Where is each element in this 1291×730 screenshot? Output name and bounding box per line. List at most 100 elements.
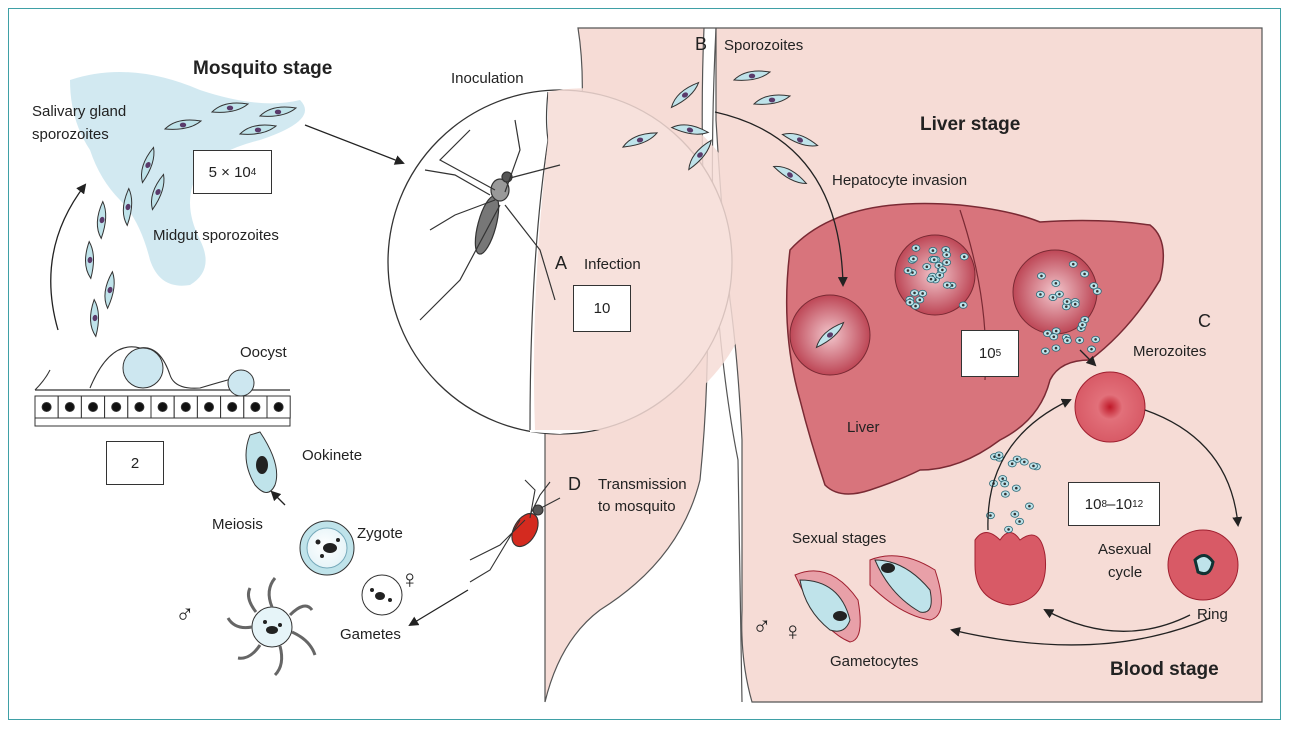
- epithelial-nucleus: [180, 402, 191, 412]
- epithelial-nucleus: [227, 402, 238, 412]
- merozoite: [1040, 347, 1050, 355]
- female-symbol-gametes: ♀: [400, 564, 420, 594]
- blood-count-b-exp: 12: [1132, 498, 1144, 510]
- salivary-count-exp: 4: [250, 166, 257, 178]
- merozoite: [1035, 290, 1045, 299]
- merozoite: [1007, 460, 1017, 468]
- merozoite: [1051, 279, 1061, 288]
- hepatocyte-invasion-label: Hepatocyte invasion: [832, 172, 968, 189]
- male-symbol-gametes: ♂: [175, 599, 195, 629]
- oocyst-label: Oocyst: [240, 344, 287, 361]
- inoculation-label: Inoculation: [451, 70, 524, 87]
- epithelial-nucleus: [64, 402, 75, 412]
- merozoite: [1010, 510, 1020, 518]
- merozoite: [1015, 517, 1025, 526]
- gametocytes-label: Gametocytes: [830, 653, 919, 670]
- male-gamete: [226, 577, 317, 677]
- merozoite: [929, 255, 939, 264]
- infection-count: 10: [593, 300, 611, 317]
- salivary-label-2: sporozoites: [32, 126, 109, 143]
- merozoite: [942, 281, 952, 289]
- liver-count: 10: [978, 345, 996, 362]
- merozoites-label: Merozoites: [1133, 343, 1207, 360]
- ring-label: Ring: [1197, 606, 1228, 623]
- merozoite: [1000, 480, 1010, 488]
- epithelial-nucleus: [250, 402, 261, 412]
- salivary-count: 5 × 10: [208, 163, 251, 181]
- mosquito-cloud: [70, 72, 305, 286]
- transmission-label-1: Transmission: [598, 476, 687, 493]
- merozoite: [1049, 333, 1059, 341]
- merozoite: [937, 266, 947, 274]
- bursting-schizont: [974, 532, 1047, 606]
- merozoite: [1089, 282, 1099, 290]
- cycle-arrows: [50, 111, 1243, 646]
- merozoite: [928, 246, 938, 255]
- merozoite: [926, 275, 936, 283]
- epithelial-nucleus: [273, 402, 284, 412]
- female-symbol-gametocytes: ♀: [783, 616, 803, 646]
- merozoite: [1051, 344, 1061, 352]
- transmission-label-2: to mosquito: [598, 498, 676, 515]
- feeding-mosquito: [469, 479, 561, 583]
- asexual-label-2: cycle: [1108, 564, 1143, 581]
- merozoite: [1036, 272, 1046, 280]
- merozoite: [918, 289, 928, 298]
- label-letter-d: D: [568, 474, 581, 494]
- merozoite: [905, 298, 915, 307]
- merozoite: [922, 263, 932, 271]
- gametocyte-cells: [794, 555, 942, 643]
- merozoite: [1062, 336, 1072, 345]
- merozoite: [1019, 458, 1029, 466]
- blood-count-a: 10: [1084, 495, 1102, 513]
- label-letter-a: A: [555, 253, 568, 273]
- merozoite: [958, 301, 968, 309]
- merozoite: [1028, 462, 1038, 470]
- merozoite: [908, 255, 918, 263]
- epithelial-nucleus: [204, 402, 214, 412]
- red-blood-cell: [1074, 371, 1146, 443]
- male-symbol-gametocytes: ♂: [752, 611, 772, 641]
- merozoite: [1087, 345, 1097, 353]
- label-letter-c: C: [1198, 311, 1211, 331]
- merozoite: [1024, 502, 1034, 510]
- merozoite: [1070, 300, 1080, 308]
- merozoite: [1080, 270, 1090, 278]
- blood-count-a-exp: 8: [1101, 498, 1108, 510]
- merozoite: [1077, 321, 1087, 329]
- merozoite: [1000, 490, 1010, 498]
- liver-label: Liver: [847, 419, 880, 436]
- merozoite: [1048, 293, 1058, 302]
- liver-count-exp: 5: [995, 348, 1002, 359]
- mosquito-stage-title: Mosquito stage: [193, 58, 333, 79]
- merozoite: [1011, 484, 1021, 492]
- salivary-label-1: Salivary gland: [32, 103, 127, 120]
- epithelial-nucleus: [134, 402, 145, 412]
- epithelial-nucleus: [157, 402, 168, 412]
- oocyst-count: 2: [130, 454, 140, 472]
- merozoite: [1075, 336, 1085, 344]
- merozoite: [1091, 335, 1101, 344]
- infection-count-box: 10: [573, 285, 631, 332]
- label-letter-b: B: [695, 34, 708, 54]
- epithelial-nucleus: [88, 402, 98, 412]
- merozoite: [959, 253, 969, 261]
- asexual-label-1: Asexual: [1098, 541, 1152, 558]
- meiosis-label: Meiosis: [212, 516, 263, 533]
- ookinete-label: Ookinete: [302, 447, 363, 464]
- figure-frame: [8, 8, 1281, 720]
- sporozoites-label: Sporozoites: [724, 37, 804, 54]
- merozoite: [1062, 297, 1072, 306]
- blood-stage-title: Blood stage: [1110, 659, 1219, 680]
- midgut-epithelium: [34, 346, 291, 427]
- merozoite: [942, 251, 952, 259]
- blood-count-dash: –10: [1107, 495, 1133, 513]
- merozoite: [915, 296, 925, 304]
- merozoite: [911, 244, 921, 252]
- merozoite: [942, 258, 952, 267]
- midgut-label: Midgut sporozoites: [153, 227, 279, 244]
- gametes-label: Gametes: [340, 626, 401, 643]
